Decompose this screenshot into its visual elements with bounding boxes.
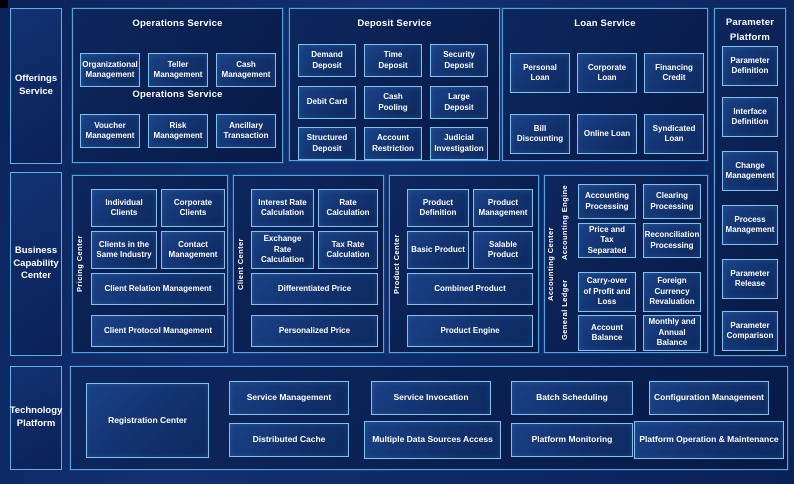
node-clearing-processing: Clearing Processing bbox=[643, 184, 701, 219]
node-personal-loan: Personal Loan bbox=[510, 53, 570, 93]
operations-service-subtitle: Operations Service bbox=[132, 89, 223, 100]
node-account-balance: Account Balance bbox=[578, 315, 636, 351]
node-accounting-processing: Accounting Processing bbox=[578, 184, 636, 219]
node-product-management: Product Management bbox=[473, 189, 533, 227]
node-rate-calculation: Rate Calculation bbox=[318, 189, 378, 227]
client-center-group: Client Center Interest Rate Calculation … bbox=[233, 175, 384, 353]
product-center-group: Product Center Product Definition Produc… bbox=[389, 175, 539, 353]
node-parameter-definition: Parameter Definition bbox=[722, 46, 778, 86]
node-corporate-clients: Corporate Clients bbox=[161, 189, 225, 227]
node-contact-management: Contact Management bbox=[161, 231, 225, 269]
pricing-center-group: Pricing Center Individual Clients Corpor… bbox=[72, 175, 228, 353]
node-product-engine: Product Engine bbox=[407, 315, 533, 347]
node-demand-deposit: Demand Deposit bbox=[298, 44, 356, 77]
node-configuration-management: Configuration Management bbox=[649, 381, 769, 415]
node-salable-product: Salable Product bbox=[473, 231, 533, 269]
deposit-service-panel: Deposit Service Demand Deposit Time Depo… bbox=[289, 8, 500, 161]
node-account-restriction: Account Restriction bbox=[364, 127, 422, 160]
deposit-service-title: Deposit Service bbox=[357, 18, 432, 29]
node-syndicated-loan: Syndicated Loan bbox=[644, 114, 704, 154]
node-differentiated-price: Differentiated Price bbox=[251, 273, 378, 305]
node-service-management: Service Management bbox=[229, 381, 349, 415]
node-platform-operation-maintenance: Platform Operation & Maintenance bbox=[634, 421, 784, 459]
node-cash-pooling: Cash Pooling bbox=[364, 86, 422, 119]
node-batch-scheduling: Batch Scheduling bbox=[511, 381, 633, 415]
node-client-relation-management: Client Relation Management bbox=[91, 273, 225, 305]
node-online-loan: Online Loan bbox=[577, 114, 637, 154]
pricing-center-label: Pricing Center bbox=[75, 235, 84, 293]
node-reconciliation-processing: Reconciliation Processing bbox=[643, 223, 701, 258]
node-parameter-comparison: Parameter Comparison bbox=[722, 311, 778, 351]
node-debit-card: Debit Card bbox=[298, 86, 356, 119]
loan-service-panel: Loan Service Personal Loan Corporate Loa… bbox=[502, 8, 708, 161]
accounting-center-label: Accounting Center bbox=[546, 227, 555, 301]
node-monthly-annual-balance: Monthly and Annual Balance bbox=[643, 315, 701, 351]
sidebar-business-capability-center: Business Capability Center bbox=[10, 172, 62, 356]
operations-service-title: Operations Service bbox=[132, 18, 223, 29]
node-product-definition: Product Definition bbox=[407, 189, 469, 227]
node-voucher-management: Voucher Management bbox=[80, 114, 140, 148]
node-tax-rate-calculation: Tax Rate Calculation bbox=[318, 231, 378, 269]
node-combined-product: Combined Product bbox=[407, 273, 533, 305]
node-basic-product: Basic Product bbox=[407, 231, 469, 269]
sidebar-offerings-service: Offerings Service bbox=[10, 8, 62, 164]
node-structured-deposit: Structured Deposit bbox=[298, 127, 356, 160]
node-interface-definition: Interface Definition bbox=[722, 97, 778, 137]
node-carry-over-profit-loss: Carry-over of Profit and Loss bbox=[578, 272, 636, 312]
node-multiple-data-sources-access: Multiple Data Sources Access bbox=[364, 421, 501, 459]
node-ancillary-transaction: Ancillary Transaction bbox=[216, 114, 276, 148]
node-distributed-cache: Distributed Cache bbox=[229, 423, 349, 457]
node-large-deposit: Large Deposit bbox=[430, 86, 488, 119]
accounting-engine-label: Accounting Engine bbox=[560, 184, 569, 260]
technology-platform-panel: Registration Center Service Management S… bbox=[70, 366, 788, 470]
node-financing-credit: Financing Credit bbox=[644, 53, 704, 93]
node-risk-management: Risk Management bbox=[148, 114, 208, 148]
operations-service-panel: Operations Service Organizational Manage… bbox=[72, 8, 283, 163]
parameter-platform-title: Parameter Platform bbox=[725, 17, 775, 44]
node-service-invocation: Service Invocation bbox=[371, 381, 491, 415]
node-interest-rate-calculation: Interest Rate Calculation bbox=[251, 189, 314, 227]
corner-artifact bbox=[0, 0, 8, 8]
node-teller-management: Teller Management bbox=[148, 53, 208, 87]
node-personalized-price: Personalized Price bbox=[251, 315, 378, 347]
node-individual-clients: Individual Clients bbox=[91, 189, 157, 227]
sidebar-technology-platform: Technology Platform bbox=[10, 366, 62, 470]
node-change-management: Change Management bbox=[722, 151, 778, 191]
node-price-tax-separated: Price and Tax Separated bbox=[578, 223, 636, 258]
node-exchange-rate-calculation: Exchange Rate Calculation bbox=[251, 231, 314, 269]
accounting-center-group: Accounting Center Accounting Engine Gene… bbox=[544, 175, 708, 353]
general-ledger-label: General Ledger bbox=[560, 279, 569, 341]
client-center-label: Client Center bbox=[236, 238, 245, 290]
node-organizational-management: Organizational Management bbox=[80, 53, 140, 87]
node-security-deposit: Security Deposit bbox=[430, 44, 488, 77]
parameter-platform-panel: Parameter Platform Parameter Definition … bbox=[714, 8, 786, 356]
node-client-protocol-management: Client Protocol Management bbox=[91, 315, 225, 347]
loan-service-title: Loan Service bbox=[574, 18, 636, 29]
node-foreign-currency-revaluation: Foreign Currency Revaluation bbox=[643, 272, 701, 312]
node-judicial-investigation: Judicial Investigation bbox=[430, 127, 488, 160]
node-time-deposit: Time Deposit bbox=[364, 44, 422, 77]
node-corporate-loan: Corporate Loan bbox=[577, 53, 637, 93]
node-cash-management: Cash Management bbox=[216, 53, 276, 87]
node-process-management: Process Management bbox=[722, 205, 778, 245]
node-bill-discounting: Bill Discounting bbox=[510, 114, 570, 154]
product-center-label: Product Center bbox=[392, 234, 401, 294]
node-clients-same-industry: Clients in the Same Industry bbox=[91, 231, 157, 269]
node-platform-monitoring: Platform Monitoring bbox=[511, 423, 633, 457]
node-registration-center: Registration Center bbox=[86, 383, 209, 458]
node-parameter-release: Parameter Release bbox=[722, 259, 778, 299]
